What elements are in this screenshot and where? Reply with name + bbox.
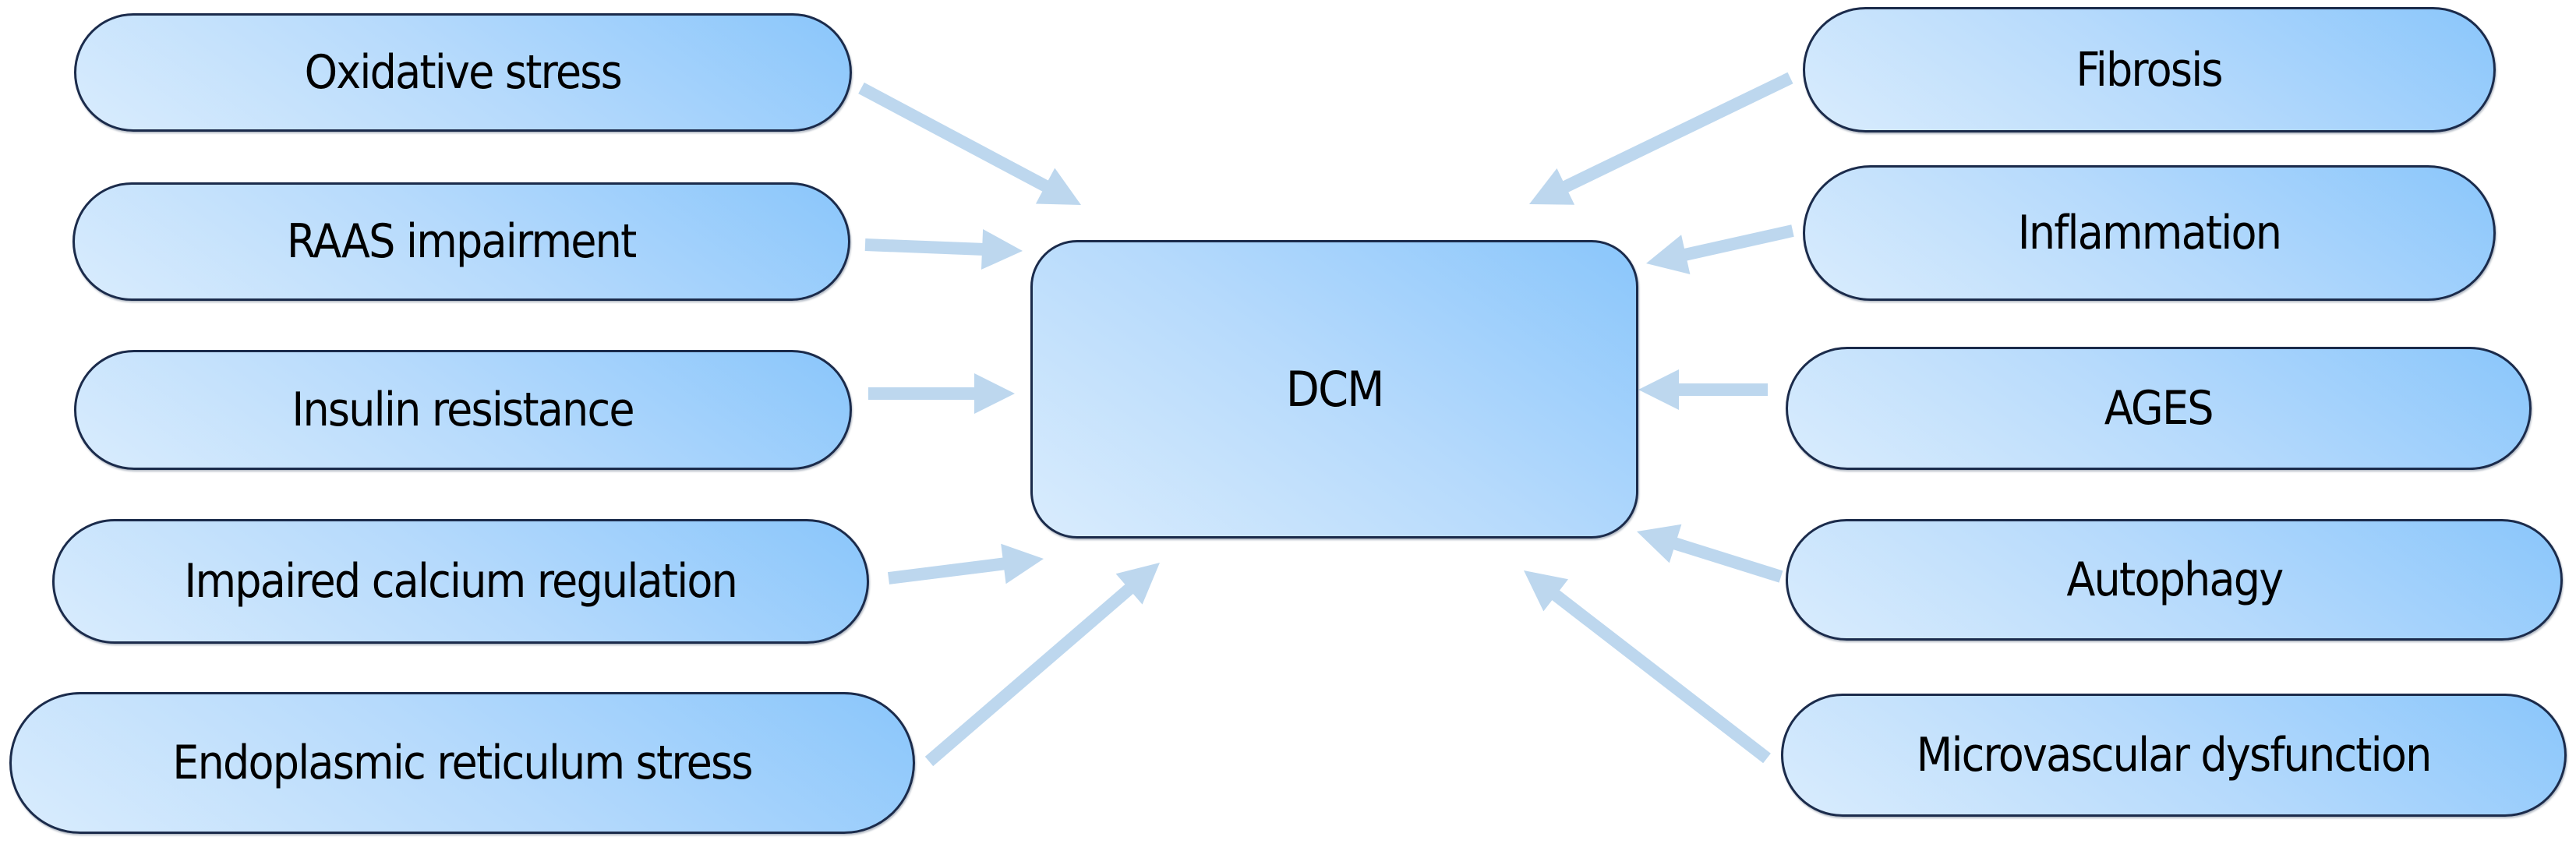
arrow-microvascular-dysfunction-to-dcm bbox=[1524, 570, 1771, 764]
arrow-inflammation-to-dcm bbox=[1646, 224, 1794, 274]
arrow-insulin-resistance-to-dcm bbox=[868, 373, 1015, 414]
node-label: Inflammation bbox=[2017, 206, 2282, 260]
node-label: Microvascular dysfunction bbox=[1917, 728, 2433, 782]
arrow-fibrosis-to-dcm bbox=[1529, 72, 1793, 205]
arrow-autophagy-to-dcm bbox=[1637, 524, 1783, 583]
node-label: Fibrosis bbox=[2076, 42, 2224, 97]
node-impaired-calcium-regulation: Impaired calcium regulation bbox=[52, 519, 869, 644]
node-label: Autophagy bbox=[2065, 553, 2284, 607]
node-label: AGES bbox=[2104, 381, 2214, 436]
node-autophagy: Autophagy bbox=[1786, 519, 2563, 641]
node-label: Impaired calcium regulation bbox=[184, 554, 739, 609]
center-label: DCM bbox=[1285, 361, 1384, 418]
node-inflammation: Inflammation bbox=[1803, 165, 2496, 301]
node-label: RAAS impairment bbox=[287, 214, 637, 269]
arrow-ages-to-dcm bbox=[1638, 369, 1768, 410]
node-label: Endoplasmic reticulum stress bbox=[172, 736, 753, 790]
arrow-impaired-calcium-regulation-to-dcm bbox=[888, 543, 1044, 584]
node-label: Insulin resistance bbox=[292, 383, 635, 437]
node-label: Oxidative stress bbox=[304, 45, 623, 100]
node-ages: AGES bbox=[1786, 347, 2532, 470]
node-fibrosis: Fibrosis bbox=[1803, 7, 2496, 132]
arrow-raas-impairment-to-dcm bbox=[864, 229, 1023, 270]
node-microvascular-dysfunction: Microvascular dysfunction bbox=[1781, 694, 2567, 817]
node-dcm: DCM bbox=[1030, 240, 1638, 539]
node-raas-impairment: RAAS impairment bbox=[72, 182, 850, 301]
node-endoplasmic-reticulum-stress: Endoplasmic reticulum stress bbox=[9, 692, 915, 834]
arrow-endoplasmic-reticulum-stress-to-dcm bbox=[924, 563, 1160, 767]
node-insulin-resistance: Insulin resistance bbox=[74, 350, 852, 470]
node-oxidative-stress: Oxidative stress bbox=[74, 13, 852, 132]
arrow-oxidative-stress-to-dcm bbox=[858, 82, 1081, 206]
